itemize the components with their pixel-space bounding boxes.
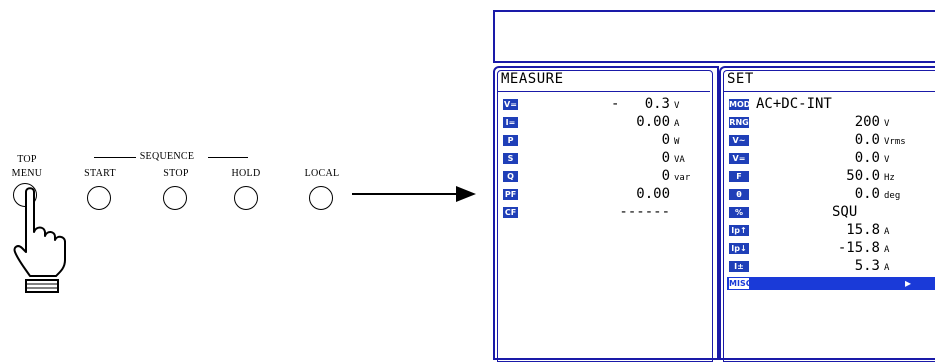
local-label: LOCAL	[304, 168, 340, 179]
measure-icon-current-dc: I=	[503, 117, 518, 128]
measure-icon-power: P	[503, 135, 518, 146]
set-row-misc-selected[interactable]: MISC ▸	[727, 276, 935, 290]
set-value: 0.0	[854, 150, 880, 166]
measure-title-divider	[498, 91, 710, 92]
sequence-label: SEQUENCE	[139, 151, 195, 162]
measure-icon-crest-factor: CF	[503, 207, 518, 218]
measure-value: 0	[661, 132, 670, 148]
sequence-line-left	[94, 157, 136, 158]
hold-label: HOLD	[231, 168, 261, 179]
measure-value: - 0.3	[610, 96, 670, 112]
measure-unit: W	[674, 137, 680, 147]
measure-unit: var	[674, 173, 691, 183]
set-value: 200	[854, 114, 880, 130]
sequence-line-right	[208, 157, 248, 158]
set-unit: deg	[884, 191, 901, 201]
top-menu-label-2: MENU	[11, 168, 43, 179]
set-icon-mode: MOD	[729, 99, 751, 110]
set-value: 0.0	[854, 132, 880, 148]
set-unit: A	[884, 227, 890, 237]
set-title: SET	[727, 71, 754, 87]
start-button[interactable]	[87, 186, 111, 210]
set-value: AC+DC-INT	[756, 96, 832, 112]
arrow-right-icon	[352, 186, 476, 202]
set-icon-peak-current-upper: Ip↑	[729, 225, 749, 236]
measure-value: 0	[661, 168, 670, 184]
measure-icon-reactive-power: Q	[503, 171, 518, 182]
measure-unit: V	[674, 101, 680, 111]
pointing-hand-icon	[13, 187, 66, 293]
measure-unit: A	[674, 119, 680, 129]
set-icon-range: RNG	[729, 117, 749, 128]
measure-unit: VA	[674, 155, 685, 165]
set-value: 50.0	[846, 168, 880, 184]
lcd-top-area	[493, 10, 935, 63]
set-icon-voltage-dc: V=	[729, 153, 749, 164]
local-button[interactable]	[309, 186, 333, 210]
set-icon-peak-current-lower: Ip↓	[729, 243, 749, 254]
stop-button[interactable]	[163, 186, 187, 210]
set-icon-misc: MISC	[729, 278, 752, 289]
set-icon-current-limit: I±	[729, 261, 749, 272]
set-icon-waveform: %	[729, 207, 749, 218]
start-label: START	[84, 168, 116, 179]
set-title-divider	[724, 91, 935, 92]
measure-value: ------	[619, 204, 670, 220]
set-icon-phase: θ	[729, 189, 749, 200]
set-unit: V	[884, 155, 890, 165]
set-unit: Hz	[884, 173, 895, 183]
set-unit: A	[884, 263, 890, 273]
measure-value: 0	[661, 150, 670, 166]
measure-value: 0.00	[636, 186, 670, 202]
set-value: 5.3	[854, 258, 880, 274]
set-unit: Vrms	[884, 137, 906, 147]
set-unit: V	[884, 119, 890, 129]
hold-button[interactable]	[234, 186, 258, 210]
set-value: 15.8	[846, 222, 880, 238]
set-icon-frequency: F	[729, 171, 749, 182]
submenu-arrow-icon: ▸	[905, 276, 912, 290]
set-value: -15.8	[837, 240, 880, 256]
set-value: SQU	[832, 204, 858, 220]
set-value: 0.0	[854, 186, 880, 202]
measure-icon-power-factor: PF	[503, 189, 518, 200]
measure-value: 0.00	[636, 114, 670, 130]
measure-title: MEASURE	[501, 71, 564, 87]
measure-icon-apparent-power: S	[503, 153, 518, 164]
stop-label: STOP	[163, 168, 189, 179]
set-unit: A	[884, 245, 890, 255]
top-menu-label-1: TOP	[17, 154, 37, 165]
measure-icon-voltage-dc: V=	[503, 99, 518, 110]
set-icon-voltage-ac: V~	[729, 135, 749, 146]
